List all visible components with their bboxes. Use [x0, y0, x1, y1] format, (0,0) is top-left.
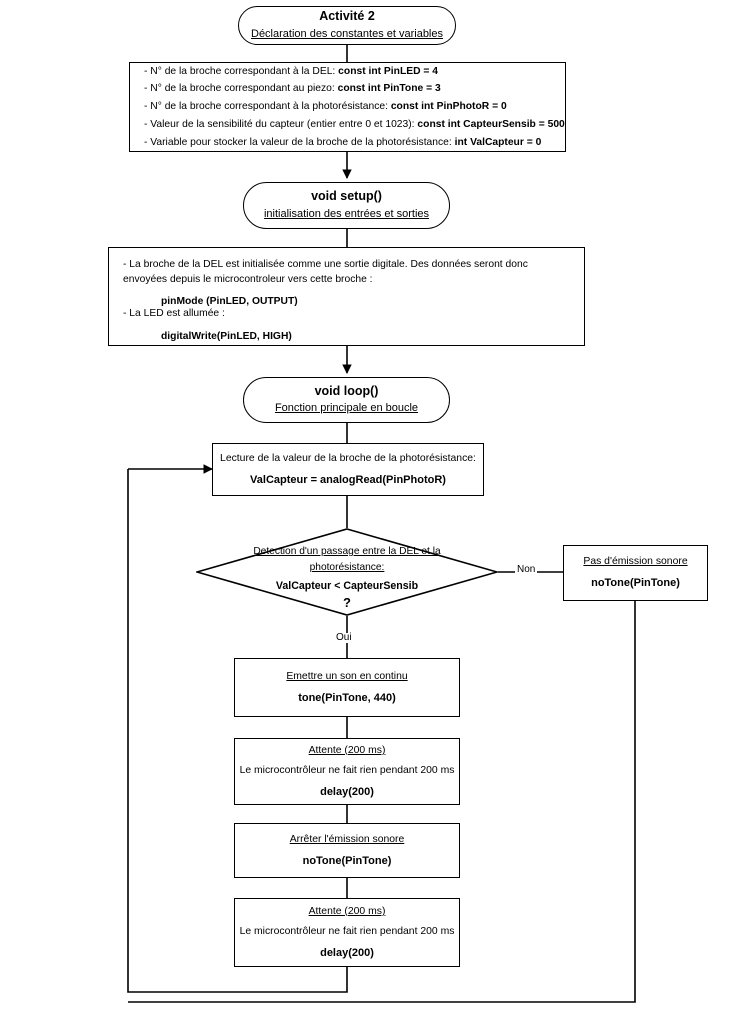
- diagram-subtitle: Déclaration des constantes et variables: [251, 27, 443, 40]
- declaration-code: const int PinTone = 3: [337, 83, 441, 95]
- declaration-code: const int PinPhotoR = 0: [390, 101, 507, 113]
- step-box-attente-2: Attente (200 ms) Le microcontrôleur ne f…: [234, 898, 460, 967]
- declarations-box: - N° de la broche correspondant à la DEL…: [129, 62, 566, 152]
- declaration-text: - N° de la broche correspondant à la pho…: [144, 101, 388, 113]
- decision-shape: [194, 528, 500, 616]
- step-header: Emettre un son en continu: [286, 670, 408, 682]
- declaration-item: - N° de la broche correspondant à la DEL…: [144, 63, 438, 81]
- step-box-attente-1: Attente (200 ms) Le microcontrôleur ne f…: [234, 738, 460, 805]
- setup-paragraph-1: - La broche de la DEL est initialisée co…: [123, 259, 528, 285]
- step-code: noTone(PinTone): [302, 854, 392, 867]
- step-box-emettre-son: Emettre un son en continu tone(PinTone, …: [234, 658, 460, 717]
- step-code: tone(PinTone, 440): [298, 691, 396, 704]
- declaration-item: - N° de la broche correspondant à la pho…: [144, 98, 507, 116]
- step-body: Le microcontrôleur ne fait rien pendant …: [239, 926, 455, 938]
- setup-title: void setup(): [311, 189, 382, 204]
- declaration-code: int ValCapteur = 0: [454, 136, 542, 148]
- step-box-arreter-emission: Arrêter l'émission sonore noTone(PinTone…: [234, 823, 460, 878]
- read-sensor-box: Lecture de la valeur de la broche de la …: [212, 443, 484, 496]
- decision-node: Detection d'un passage entre la DEL et l…: [194, 528, 500, 616]
- loop-title: void loop(): [314, 383, 379, 398]
- terminal-void-loop: void loop() Fonction principale en boucl…: [243, 377, 450, 423]
- declaration-item: - Variable pour stocker la valeur de la …: [144, 134, 541, 152]
- setup-paragraph-2: - La LED est allumée :: [123, 308, 225, 320]
- declaration-item: - Valeur de la sensibilité du capteur (e…: [144, 116, 565, 134]
- no-branch-box: Pas d'émission sonore noTone(PinTone): [563, 545, 708, 601]
- read-sensor-code: ValCapteur = analogRead(PinPhotoR): [250, 473, 446, 486]
- declaration-text: - N° de la broche correspondant au piezo…: [144, 83, 335, 95]
- edge-label-oui: Oui: [334, 632, 354, 643]
- terminal-activite-2: Activité 2 Déclaration des constantes et…: [238, 6, 456, 45]
- setup-code-1: pinMode (PinLED, OUTPUT): [161, 296, 298, 308]
- declaration-text: - Variable pour stocker la valeur de la …: [144, 136, 452, 148]
- terminal-void-setup: void setup() initialisation des entrées …: [243, 182, 450, 229]
- read-sensor-header: Lecture de la valeur de la broche de la …: [220, 452, 476, 464]
- step-code: delay(200): [320, 785, 374, 798]
- step-header: Attente (200 ms): [308, 744, 386, 756]
- declaration-item: - N° de la broche correspondant au piezo…: [144, 80, 441, 98]
- step-code: delay(200): [320, 946, 374, 959]
- edge-label-non: Non: [515, 564, 538, 575]
- loop-subtitle: Fonction principale en boucle: [274, 402, 419, 415]
- declaration-text: - N° de la broche correspondant à la DEL…: [144, 65, 336, 77]
- declaration-code: const int PinLED = 4: [338, 65, 439, 77]
- declaration-text: - Valeur de la sensibilité du capteur (e…: [144, 118, 415, 130]
- no-branch-code: noTone(PinTone): [591, 577, 680, 590]
- declaration-code: const int CapteurSensib = 500: [417, 118, 565, 130]
- step-header: Arrêter l'émission sonore: [289, 833, 405, 845]
- step-body: Le microcontrôleur ne fait rien pendant …: [239, 765, 455, 777]
- diagram-title: Activité 2: [319, 9, 375, 24]
- step-header: Attente (200 ms): [308, 905, 386, 917]
- setup-code-2: digitalWrite(PinLED, HIGH): [161, 330, 292, 342]
- setup-body-box: - La broche de la DEL est initialisée co…: [108, 247, 585, 346]
- setup-subtitle: initialisation des entrées et sorties: [263, 207, 430, 220]
- no-branch-header: Pas d'émission sonore: [583, 556, 688, 568]
